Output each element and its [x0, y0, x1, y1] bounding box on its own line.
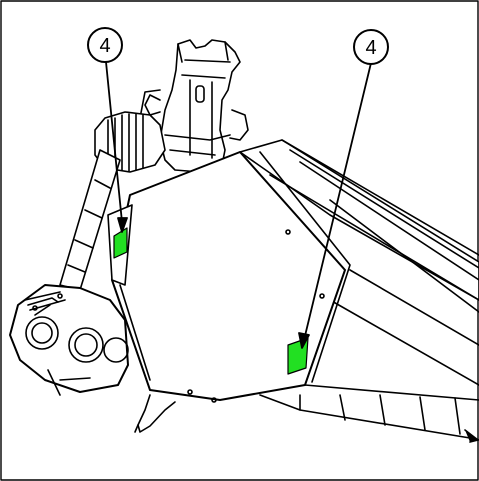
callout-circle-left — [87, 27, 123, 63]
auger-arm — [239, 139, 479, 443]
leader-line-right — [303, 62, 372, 341]
hitch-assembly — [139, 39, 249, 173]
gearbox — [9, 284, 129, 396]
callout-leaders — [105, 61, 372, 349]
callout-label-left: 4 — [99, 35, 110, 57]
arrow-right — [298, 332, 310, 349]
callout-label-right: 4 — [365, 37, 376, 59]
callout-markers — [87, 27, 389, 65]
callout-circle-right — [353, 29, 389, 65]
leader-line-left — [105, 61, 123, 223]
lower-foot — [134, 394, 176, 433]
arrow-left — [117, 217, 128, 233]
cover-plate — [111, 151, 351, 403]
